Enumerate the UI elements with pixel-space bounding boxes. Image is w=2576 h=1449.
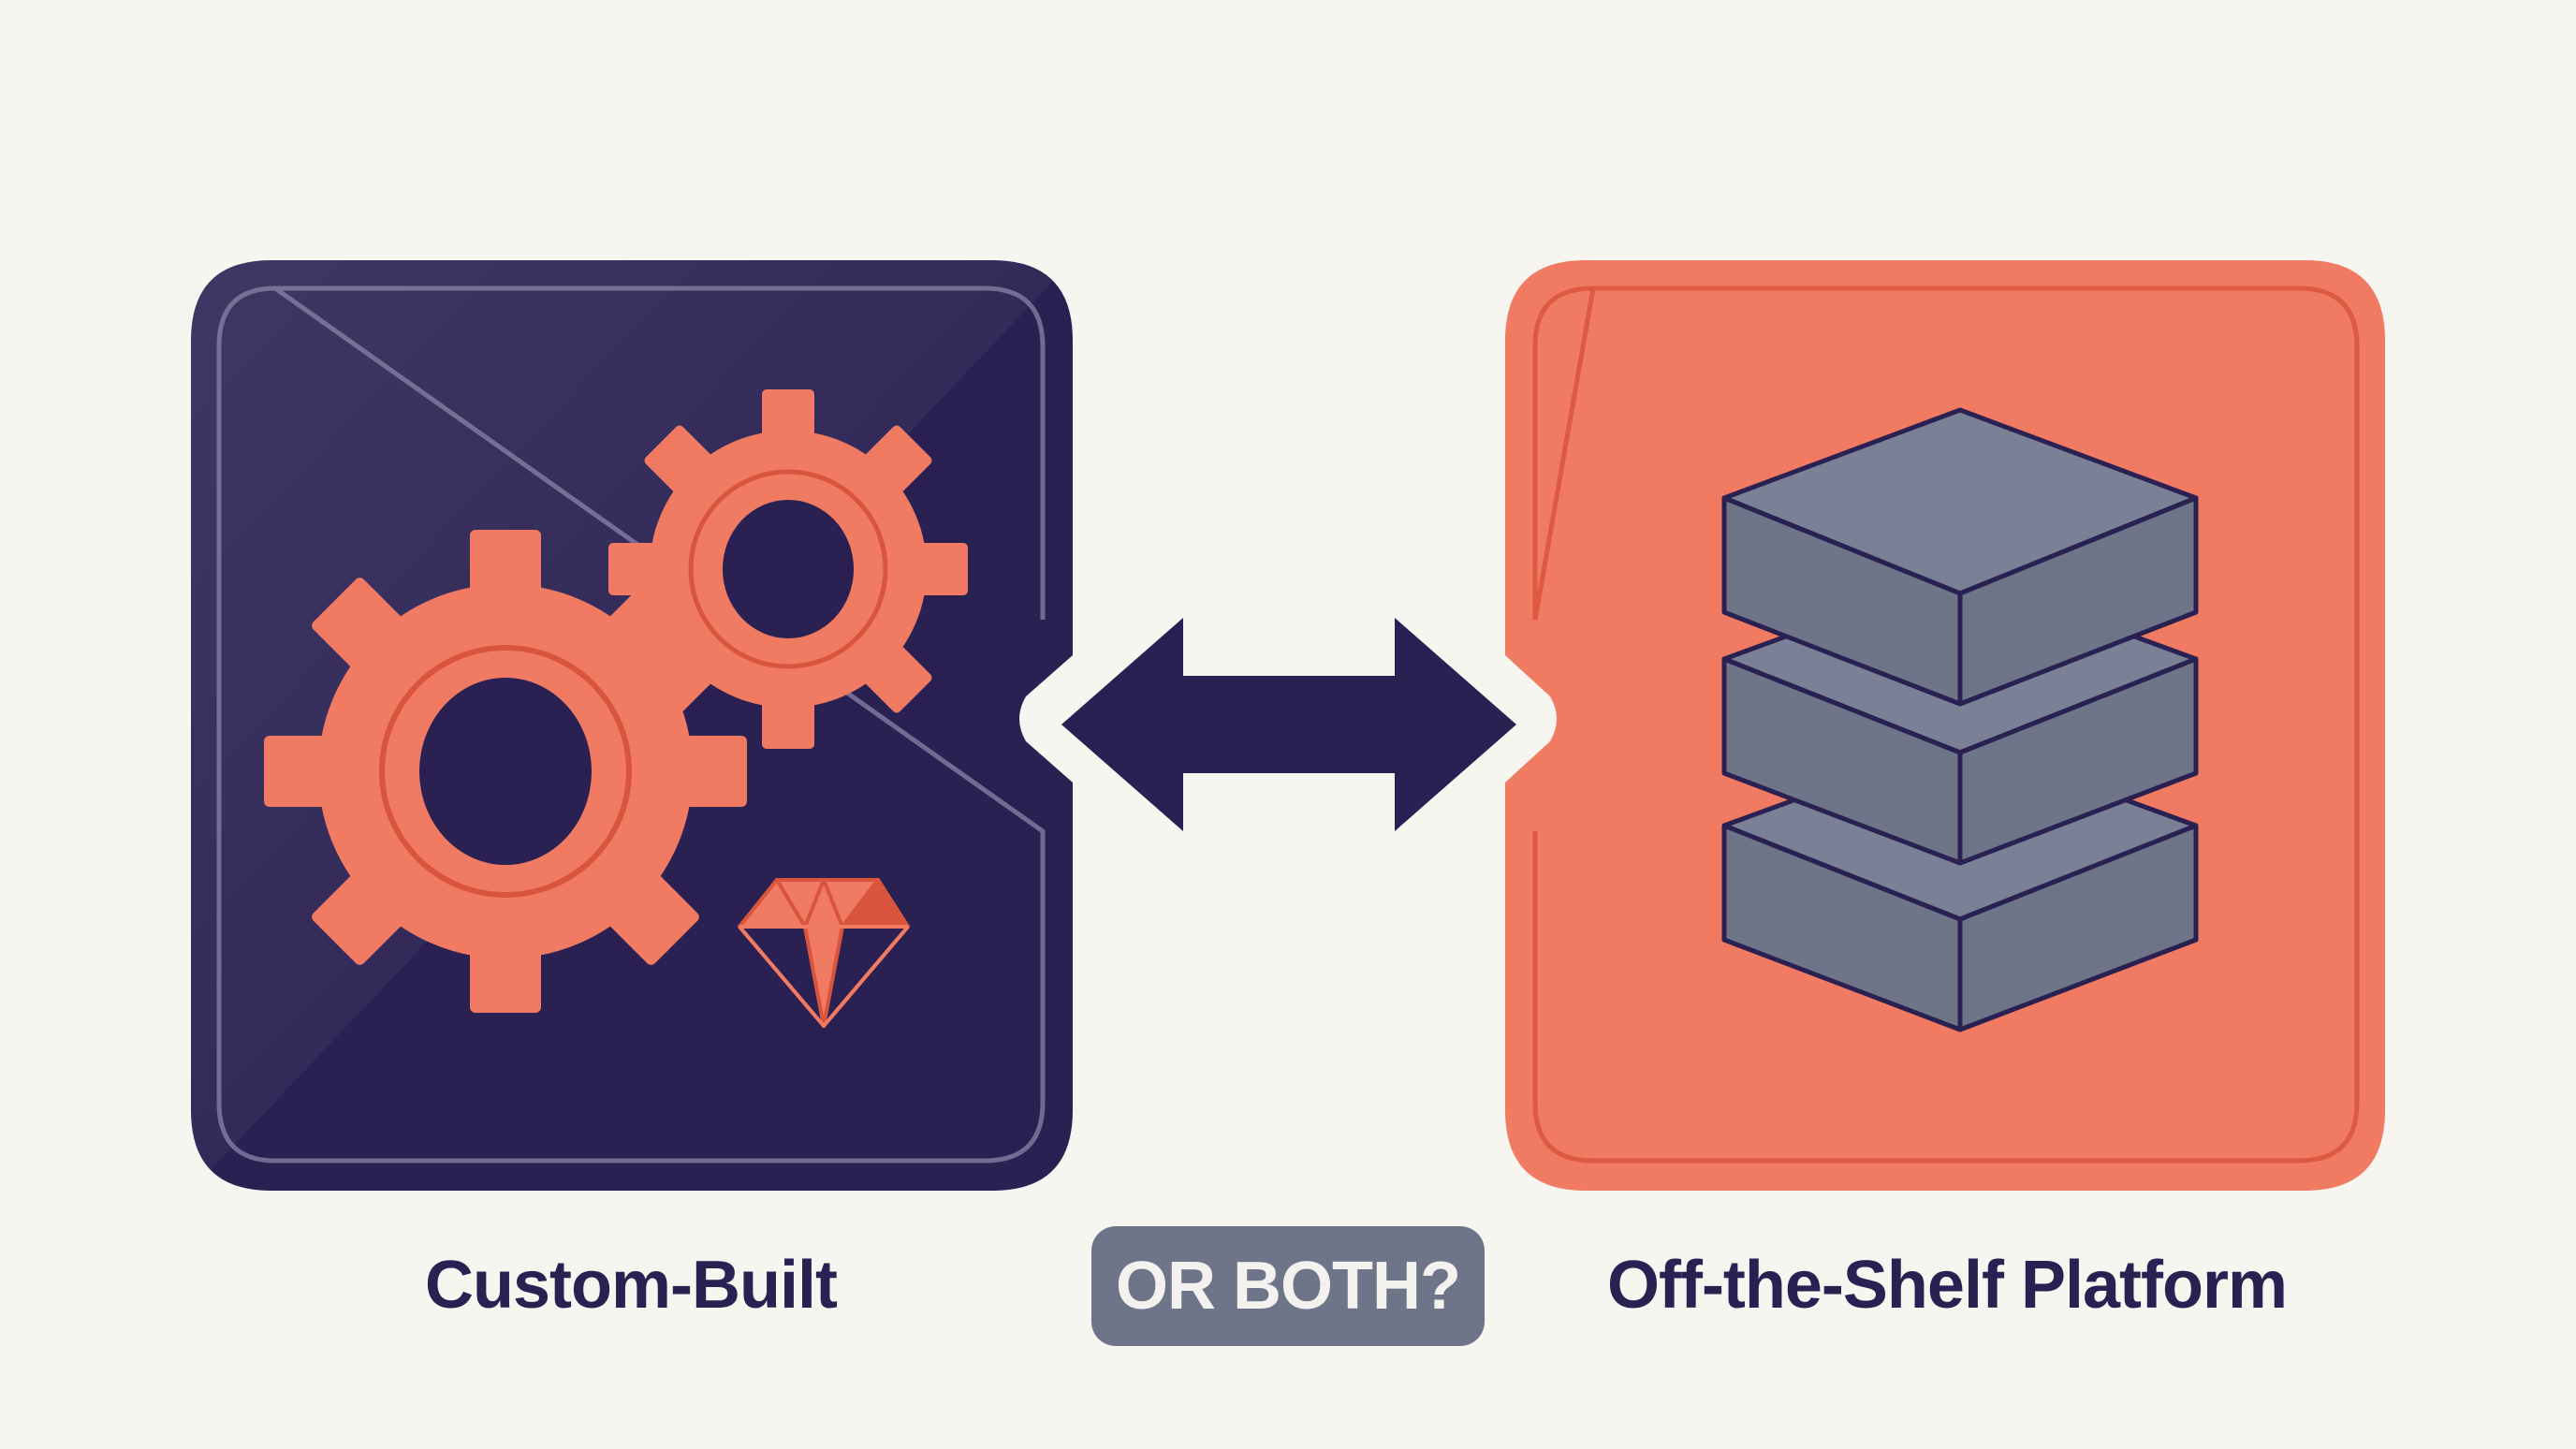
or-both-badge: OR BOTH?: [1091, 1226, 1485, 1346]
stack-block-top: [1721, 407, 2199, 707]
gear-icon: [264, 530, 747, 1013]
double-arrow-icon: [1061, 618, 1516, 831]
stack-icon: [1721, 407, 2199, 1032]
or-both-label: OR BOTH?: [1116, 1249, 1461, 1324]
gear-icon: [608, 389, 968, 749]
custom-built-label: Custom-Built: [425, 1248, 838, 1323]
off-the-shelf-label: Off-the-Shelf Platform: [1607, 1248, 2288, 1323]
diamond-icon: [738, 878, 910, 1028]
